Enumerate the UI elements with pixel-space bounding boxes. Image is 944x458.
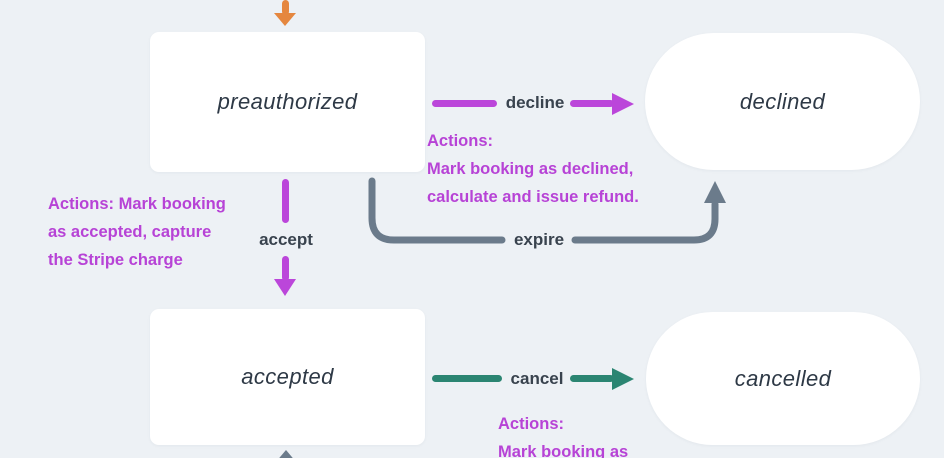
state-label-cancelled: cancelled [734,365,832,391]
state-label-preauthorized: preauthorized [217,89,358,114]
state-node-cancelled: cancelled [646,312,920,445]
incoming-arrow-down-icon [274,13,296,26]
state-label-accepted: accepted [241,364,334,389]
cancel-arrow-line [432,375,502,382]
decline-arrow-line [432,100,497,107]
accept-arrow-line [282,179,289,223]
decline-arrowhead-icon [612,93,634,115]
accept-arrowhead-icon [274,279,296,296]
cancel-transition-label: cancel [510,369,564,388]
incoming-arrow-line [282,0,289,15]
bottom-arrowhead-icon [275,450,297,458]
decline-arrow-line2 [570,100,614,107]
cancel-arrowhead-icon [612,368,634,390]
state-node-declined: declined [645,33,920,170]
expire-arrowhead-icon [704,181,726,203]
accept-actions-note: Actions: Mark booking as accepted, captu… [48,195,226,269]
expire-arrow [368,177,726,244]
cancel-actions-note: Actions: Mark booking as [498,415,629,458]
expire-transition-label: expire [513,230,565,249]
accept-transition-label: accept [259,230,313,249]
cancel-arrow-line2 [570,375,614,382]
state-node-preauthorized: preauthorized [150,32,425,172]
decline-actions-note: Actions: Mark booking as declined, calcu… [427,132,639,206]
decline-transition-label: decline [505,93,565,112]
state-label-declined: declined [739,88,826,114]
state-node-accepted: accepted [150,309,425,445]
accept-arrow-line2 [282,256,289,281]
